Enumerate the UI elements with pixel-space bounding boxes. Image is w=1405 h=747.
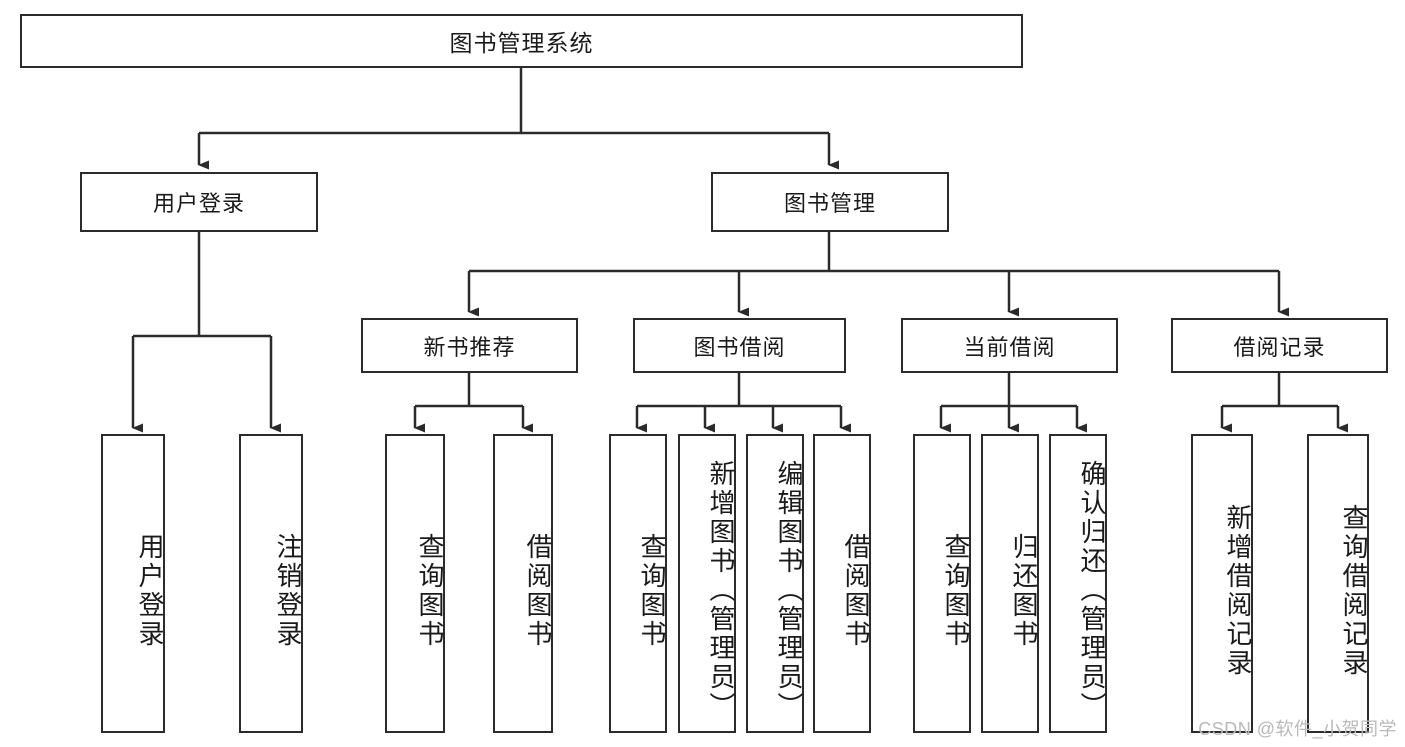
node-label: 确认归还（管理员）: [1077, 460, 1107, 721]
node-leaf-add-borrow-record[interactable]: 新增借阅记录: [1191, 434, 1253, 733]
node-leaf-logout[interactable]: 注销登录: [239, 434, 303, 733]
node-leaf-return-book[interactable]: 归还图书: [981, 434, 1039, 733]
node-label: 图书管理系统: [449, 30, 594, 56]
node-label: 借阅图书: [841, 532, 871, 649]
node-book-management[interactable]: 图书管理: [711, 172, 949, 232]
node-label: 当前借阅: [963, 334, 1056, 360]
node-new-book-recommendation[interactable]: 新书推荐: [361, 318, 578, 373]
node-label: 借阅图书: [523, 532, 553, 649]
node-root-book-management-system[interactable]: 图书管理系统: [20, 14, 1023, 68]
node-label: 查询借阅记录: [1339, 503, 1369, 678]
node-user-login[interactable]: 用户登录: [80, 172, 318, 232]
node-label: 图书管理: [783, 191, 876, 216]
node-leaf-query-borrow-record[interactable]: 查询借阅记录: [1307, 434, 1369, 733]
node-leaf-borrow-book-1[interactable]: 借阅图书: [493, 434, 553, 733]
node-label: 新增借阅记录: [1223, 503, 1253, 678]
watermark-text: CSDN @软件_小贺同学: [1198, 719, 1397, 739]
node-leaf-add-book-admin[interactable]: 新增图书（管理员）: [678, 434, 736, 733]
node-label: 注销登录: [273, 532, 303, 649]
node-leaf-edit-book-admin[interactable]: 编辑图书（管理员）: [746, 434, 804, 733]
node-label: 查询图书: [415, 532, 445, 649]
node-label: 用户登录: [135, 532, 165, 649]
node-leaf-borrow-book-2[interactable]: 借阅图书: [813, 434, 871, 733]
node-label: 新增图书（管理员）: [706, 460, 736, 721]
node-label: 图书借阅: [693, 334, 786, 360]
node-label: 查询图书: [637, 532, 667, 649]
node-label: 借阅记录: [1233, 334, 1326, 360]
node-leaf-user-login[interactable]: 用户登录: [101, 434, 165, 733]
node-leaf-query-book-3[interactable]: 查询图书: [913, 434, 971, 733]
node-label: 新书推荐: [423, 334, 516, 360]
node-current-borrow[interactable]: 当前借阅: [901, 318, 1118, 373]
node-label: 编辑图书（管理员）: [774, 460, 804, 721]
node-leaf-confirm-return-admin[interactable]: 确认归还（管理员）: [1049, 434, 1107, 733]
node-label: 查询图书: [941, 532, 971, 649]
node-book-borrow[interactable]: 图书借阅: [633, 318, 846, 373]
node-borrow-record[interactable]: 借阅记录: [1171, 318, 1388, 373]
node-leaf-query-book-1[interactable]: 查询图书: [385, 434, 445, 733]
node-label: 用户登录: [152, 191, 245, 216]
node-leaf-query-book-2[interactable]: 查询图书: [609, 434, 667, 733]
node-label: 归还图书: [1009, 532, 1039, 649]
